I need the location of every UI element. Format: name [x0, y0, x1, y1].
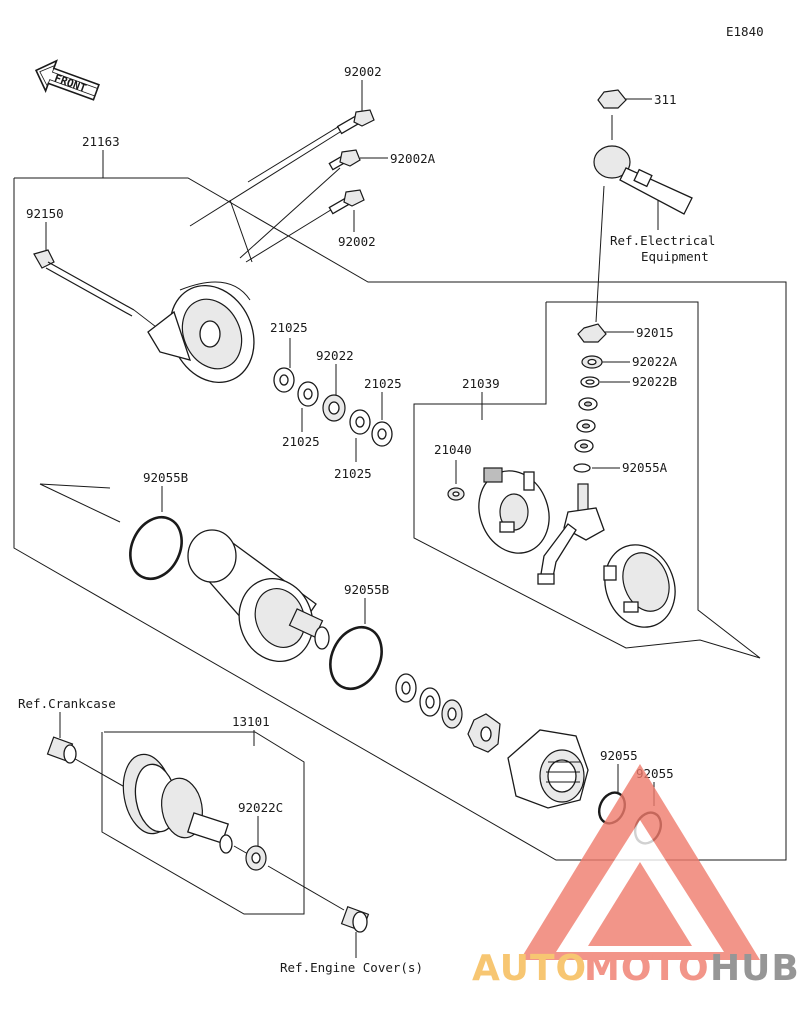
label-ref-electrical-2: Equipment	[641, 249, 709, 264]
gear-housing	[507, 729, 589, 809]
brush-group-outline	[413, 301, 761, 659]
brush-spring-21040	[447, 487, 465, 501]
label-92022a: 92022A	[632, 354, 678, 369]
label-92055b-mid: 92055B	[344, 582, 389, 597]
label-21025-b: 21025	[364, 376, 402, 391]
electrical-cable-icon	[593, 145, 693, 215]
watermark-text-hub: HUB	[710, 948, 800, 989]
label-21025-d: 21025	[334, 466, 372, 481]
washer-92022a	[581, 355, 603, 369]
washer-21025-b	[371, 421, 393, 447]
label-13101: 13101	[232, 714, 270, 729]
label-ref-engine-cover: Ref.Engine Cover(s)	[280, 960, 423, 975]
label-21025-a: 21025	[270, 320, 308, 335]
bolt-92002-top	[189, 109, 375, 227]
nut-92015	[577, 323, 607, 343]
watermark-text-moto: MOTO	[584, 948, 710, 989]
bolt-92002a	[239, 149, 361, 259]
clutch-group-outline	[101, 731, 305, 915]
label-92002a: 92002A	[390, 151, 436, 166]
label-ref-electrical-1: Ref.Electrical	[610, 233, 715, 248]
washer-92022c	[245, 845, 267, 871]
label-92055b-left: 92055B	[143, 470, 188, 485]
washer-21025-c	[297, 381, 319, 407]
label-92022: 92022	[316, 348, 354, 363]
bolt-92150	[33, 249, 161, 331]
label-92002-top: 92002	[344, 64, 382, 79]
label-92055a: 92055A	[622, 460, 668, 475]
leader-line	[39, 483, 111, 489]
brush-plate-21039	[478, 467, 550, 554]
o-ring-92055b-left	[129, 515, 183, 581]
label-21163: 21163	[82, 134, 120, 149]
label-311: 311	[654, 92, 677, 107]
washer-stack-2	[576, 419, 596, 433]
washer-92022b	[580, 376, 600, 388]
lock-plate	[467, 713, 501, 753]
label-92150: 92150	[26, 206, 64, 221]
washer-stack-1	[578, 397, 598, 411]
leader-line	[39, 483, 121, 523]
starter-end-cover	[147, 281, 255, 384]
shim-1	[395, 673, 417, 703]
label-92022c: 92022C	[238, 800, 283, 815]
washer-21025-a	[273, 367, 295, 393]
label-92015: 92015	[636, 325, 674, 340]
diagram-code: E1840	[726, 24, 764, 39]
washer-21025-d	[349, 409, 371, 435]
o-ring-92055b-mid	[329, 625, 383, 691]
watermark-logo: AUTO MOTO HUB	[472, 764, 800, 989]
watermark-text-auto: AUTO	[472, 948, 587, 989]
washer-stack-3	[574, 439, 594, 453]
nut-311	[597, 89, 627, 109]
terminal-bracket	[537, 483, 605, 585]
engine-cover-bushing	[340, 906, 370, 933]
crankcase-bushing	[46, 736, 77, 764]
label-92055-a: 92055	[600, 748, 638, 763]
starter-motor-yoke	[187, 529, 330, 662]
label-21025-c: 21025	[282, 434, 320, 449]
label-ref-crankcase: Ref.Crankcase	[18, 696, 116, 711]
label-21040: 21040	[434, 442, 472, 457]
label-21039: 21039	[462, 376, 500, 391]
label-92022b: 92022B	[632, 374, 677, 389]
o-ring-92055a	[573, 463, 591, 473]
front-arrow-icon: FRONT	[34, 59, 100, 101]
label-92002-mid: 92002	[338, 234, 376, 249]
starter-clutch-gear-13101	[122, 753, 233, 854]
starter-group-outline	[13, 177, 787, 861]
shim-2	[419, 687, 441, 717]
leader-lines	[45, 80, 659, 958]
bolt-92002-mid	[245, 189, 365, 263]
brush-holder-ring	[603, 544, 676, 628]
shim-3	[441, 699, 463, 729]
washer-92022	[322, 394, 346, 422]
